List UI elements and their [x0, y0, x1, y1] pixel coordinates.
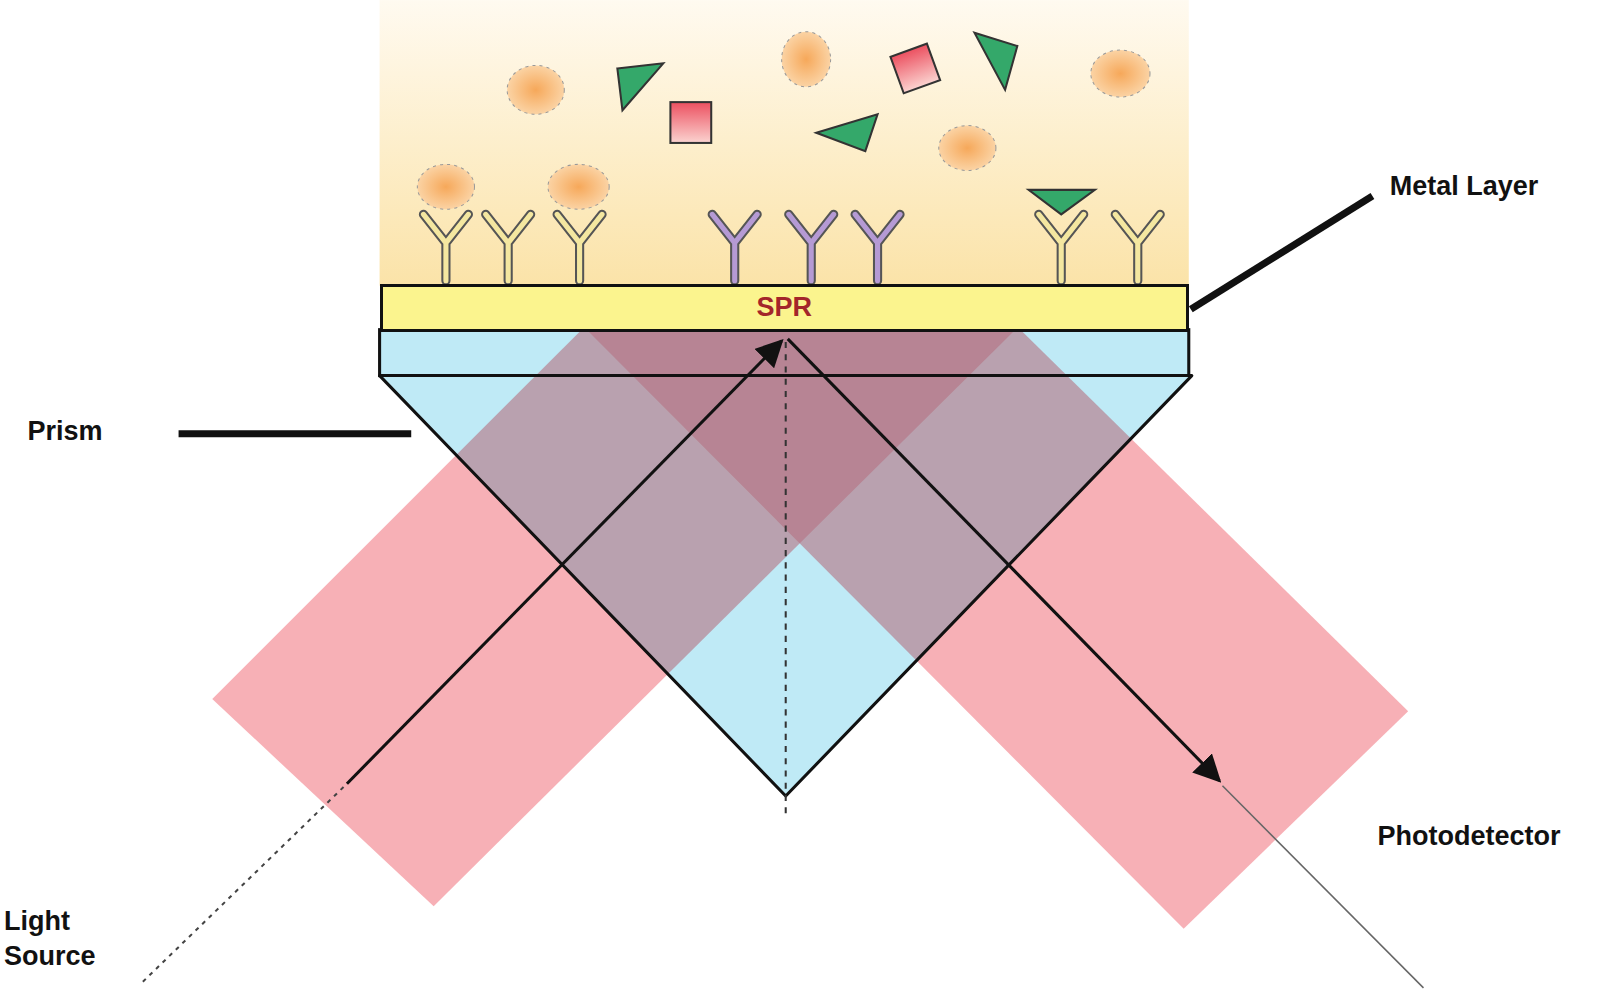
light-source-label: Light Source — [4, 904, 114, 974]
metal-layer-label: Metal Layer — [1390, 169, 1539, 204]
incident-ray — [347, 341, 782, 784]
photodetector-label: Photodetector — [1378, 819, 1561, 854]
sample-solution — [380, 0, 1189, 286]
normal-line — [785, 342, 787, 816]
reflected-ray-thin — [1222, 786, 1423, 988]
prism-label: Prism — [28, 414, 103, 449]
analytes — [417, 32, 1150, 215]
prism-outline — [380, 376, 1192, 796]
metal-layer-leader — [1191, 196, 1373, 309]
spr-label: SPR — [756, 292, 812, 323]
prism-leader — [179, 430, 412, 437]
light-beams — [212, 330, 1408, 929]
metal-layer-band: SPR — [380, 284, 1189, 332]
antibodies — [423, 214, 1160, 280]
reflected-ray — [788, 339, 1220, 781]
incident-ray-dashed — [143, 784, 347, 982]
